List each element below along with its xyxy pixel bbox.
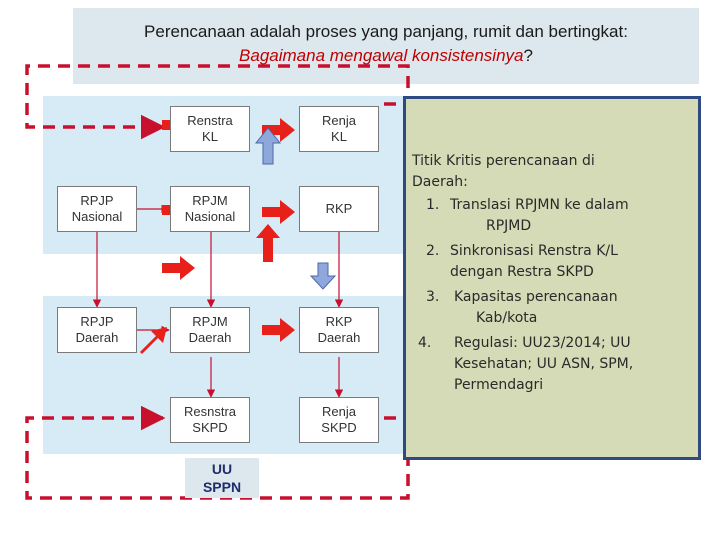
node-rpjm-daerah-line2: Daerah (188, 330, 232, 345)
node-resnstra-skpd: Resnstra SKPD (170, 397, 250, 443)
title-box: Perencanaan adalah proses yang panjang, … (73, 8, 699, 84)
critical-item-4-line2: Kesehatan; UU ASN, SPM, (454, 356, 634, 372)
node-rpjp-daerah: RPJP Daerah (57, 307, 137, 353)
critical-item-3: 3. Kapasitas perencanaan Kab/kota (426, 287, 694, 329)
node-rkp: RKP (299, 186, 379, 232)
node-rpjp-daerah-line2: Daerah (75, 330, 119, 345)
node-rpjm-nasional: RPJM Nasional (170, 186, 250, 232)
critical-item-1-number: 1. (426, 197, 440, 213)
node-rkp-daerah-line2: Daerah (317, 330, 361, 345)
node-renja-kl-line2: KL (331, 129, 347, 144)
critical-item-3-line2: Kab/kota (476, 310, 538, 326)
node-renstra-kl-line2: KL (202, 129, 218, 144)
critical-heading-line2: Daerah: (412, 174, 468, 190)
red-arrow-6 (262, 318, 295, 342)
title-question-text: Bagaimana mengawal konsistensinya (239, 46, 524, 65)
critical-item-2-number: 2. (426, 243, 440, 259)
node-rpjm-daerah: RPJM Daerah (170, 307, 250, 353)
blue-arrow-up (254, 127, 282, 165)
node-rkp-line1: RKP (325, 201, 353, 216)
critical-item-3-line1: Kapasitas perencanaan (454, 289, 618, 305)
critical-item-1-line2: RPJMD (486, 218, 532, 234)
node-rpjm-nasional-line2: Nasional (184, 209, 236, 224)
red-arrow-4 (262, 118, 295, 142)
node-rpjm-nasional-line1: RPJM (192, 193, 228, 208)
red-arrow-diagonal (140, 327, 167, 354)
node-renstra-kl-line1: Renstra (187, 113, 233, 128)
title-question-mark: ? (523, 46, 533, 65)
node-rpjm-daerah-line1: RPJM (192, 314, 228, 329)
critical-item-2-line1: Sinkronisasi Renstra K/L (450, 243, 618, 259)
node-rkp-daerah-line1: RKP (325, 314, 353, 329)
red-arrow-5 (262, 200, 295, 224)
critical-item-4-line1: Regulasi: UU23/2014; UU (454, 335, 631, 351)
node-renja-kl: Renja KL (299, 106, 379, 152)
blue-arrow-down (309, 262, 337, 290)
node-renstra-kl: Renstra KL (170, 106, 250, 152)
title-main: Perencanaan adalah proses yang panjang, … (144, 22, 628, 41)
node-renja-skpd-line2: SKPD (321, 420, 357, 435)
uu-sppn-label: UU SPPN (185, 458, 259, 498)
critical-item-2-line2: dengan Restra SKPD (450, 264, 594, 280)
red-arrow-1 (162, 256, 195, 280)
critical-heading-line1: Titik Kritis perencanaan di (412, 153, 595, 169)
node-renja-kl-line1: Renja (322, 113, 356, 128)
node-rpjp-nasional-line2: Nasional (71, 209, 123, 224)
critical-item-1-line1: Translasi RPJMN ke dalam (450, 197, 629, 213)
critical-item-2: 2. Sinkronisasi Renstra K/L dengan Restr… (426, 241, 690, 283)
node-renja-skpd: Renja SKPD (299, 397, 379, 443)
node-rkp-daerah: RKP Daerah (299, 307, 379, 353)
uu-label-line2: SPPN (202, 479, 242, 495)
node-resnstra-skpd-line2: SKPD (192, 420, 228, 435)
critical-item-4: 4. Regulasi: UU23/2014; UU Kesehatan; UU… (418, 333, 694, 396)
critical-item-3-number: 3. (426, 289, 440, 305)
title-question: Bagaimana mengawal konsistensinya? (73, 46, 699, 66)
node-rpjp-nasional-line1: RPJP (80, 193, 114, 208)
node-resnstra-skpd-line1: Resnstra (183, 404, 237, 419)
red-arrow-up (256, 224, 280, 262)
node-renja-skpd-line1: Renja (322, 404, 356, 419)
uu-label-line1: UU (211, 461, 233, 477)
node-rpjp-daerah-line1: RPJP (80, 314, 114, 329)
critical-points-panel: Titik Kritis perencanaan di Daerah: 1. T… (403, 96, 701, 460)
critical-item-1: 1. Translasi RPJMN ke dalam RPJMD (426, 195, 690, 237)
critical-item-4-number: 4. (418, 335, 432, 351)
node-rpjp-nasional: RPJP Nasional (57, 186, 137, 232)
critical-points-heading: Titik Kritis perencanaan di Daerah: (412, 151, 692, 193)
critical-item-4-line3: Permendagri (454, 377, 544, 393)
